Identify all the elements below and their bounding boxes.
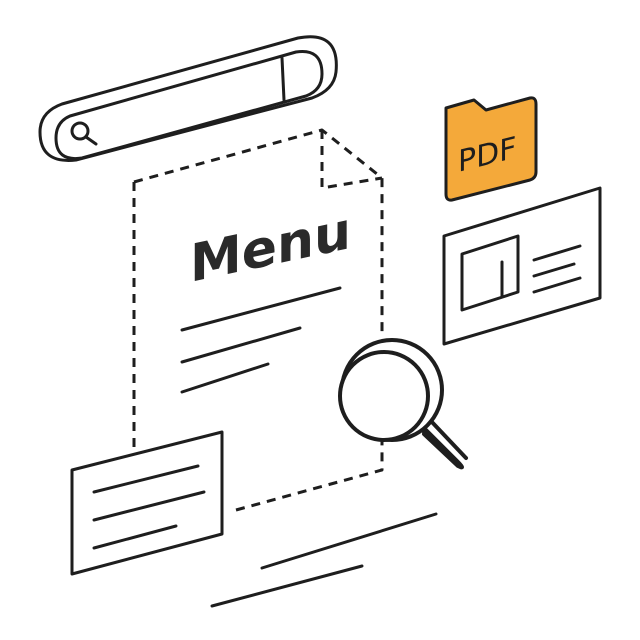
document-title: Menu [190,200,351,295]
magnifying-glass-icon [338,338,468,470]
text-line [180,286,342,332]
text-line [180,326,302,364]
search-icon[interactable] [70,121,98,146]
text-line [180,362,270,394]
text-card-icon [70,430,224,576]
floor-lines [210,512,438,608]
search-bar[interactable] [38,35,338,162]
layout-card-icon [442,186,602,346]
pdf-folder-icon[interactable]: PDF [444,96,538,202]
menu-document: Menu [132,128,384,512]
